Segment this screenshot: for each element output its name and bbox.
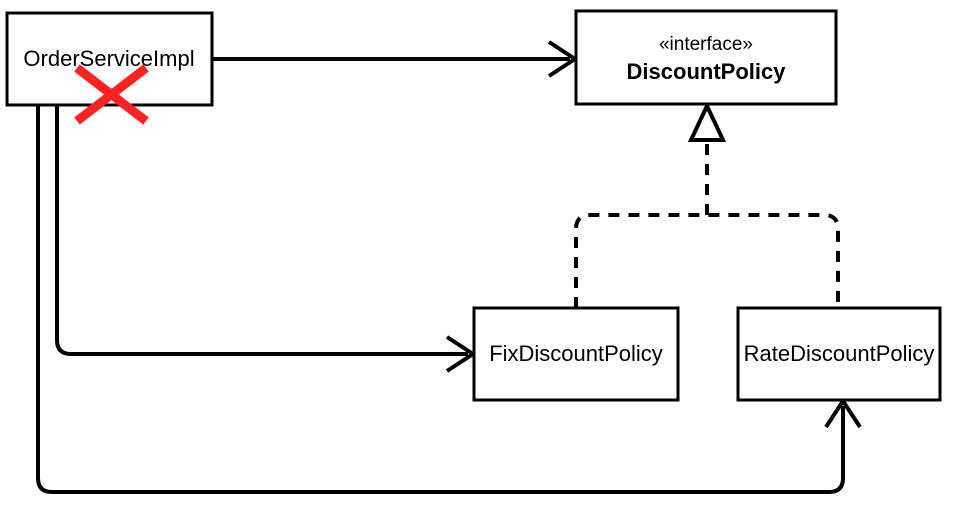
class-node-rate-discount-policy[interactable]: RateDiscountPolicy (736, 306, 942, 402)
class-box-discount-policy (574, 9, 838, 106)
class-label-order-service-impl: OrderServiceImpl (23, 46, 194, 71)
edge-realization-branches (574, 213, 840, 308)
edge-impl-to-fix (55, 105, 477, 373)
class-label-fix-discount-policy: FixDiscountPolicy (489, 341, 663, 366)
edge-impl-to-interface (212, 40, 579, 78)
edge-impl-to-fix-line (55, 105, 468, 356)
class-box-fix-discount-policy (472, 306, 680, 402)
red-cross-stroke-b (74, 64, 149, 125)
edge-realization-tree (574, 101, 840, 308)
class-label-discount-policy: DiscountPolicy (627, 59, 787, 84)
red-cross-strikeout-icon (74, 64, 149, 125)
class-label-rate-discount-policy: RateDiscountPolicy (744, 341, 935, 366)
edge-impl-to-rate (36, 105, 862, 494)
edge-realization-hollow-triangle-arrowhead (687, 101, 727, 142)
class-node-fix-discount-policy[interactable]: FixDiscountPolicy (472, 306, 680, 402)
class-stereotype-discount-policy: «interface» (659, 34, 753, 55)
edge-impl-to-rate-line (36, 105, 845, 494)
class-node-discount-policy[interactable]: «interface» DiscountPolicy (574, 9, 838, 106)
class-box-rate-discount-policy (736, 306, 942, 402)
